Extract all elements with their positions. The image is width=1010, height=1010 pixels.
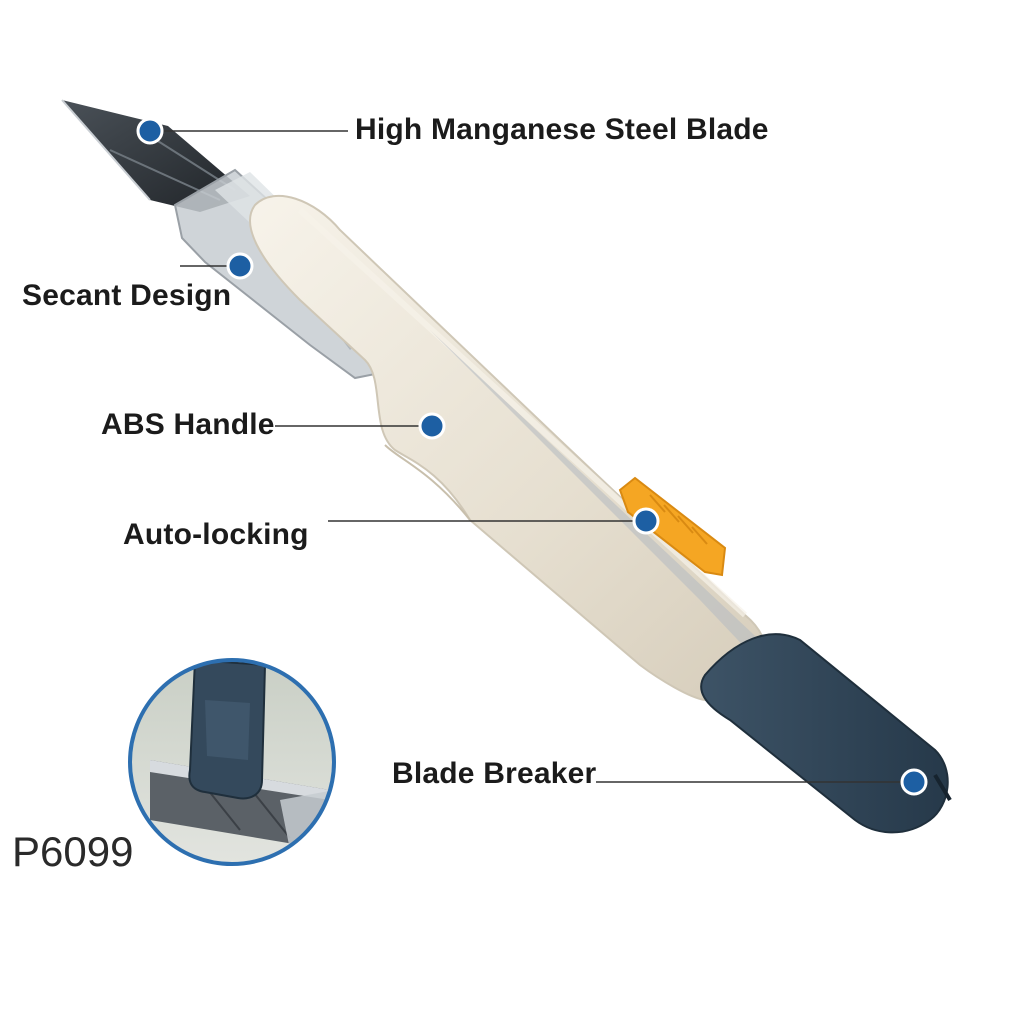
handle-shape xyxy=(249,195,830,702)
callout-label-lock: Auto-locking xyxy=(123,518,309,551)
callout-dot-icon xyxy=(418,412,446,440)
callout-dot-icon xyxy=(632,507,660,535)
callout-label-secant: Secant Design xyxy=(22,279,232,312)
end-cap-shape xyxy=(700,633,952,834)
model-code: P6099 xyxy=(12,828,134,875)
callout-label-handle: ABS Handle xyxy=(101,408,275,441)
callout-dot-icon xyxy=(136,117,164,145)
callout-label-blade: High Manganese Steel Blade xyxy=(355,113,769,146)
callout-dot-icon xyxy=(900,768,928,796)
leader-lines xyxy=(150,130,914,783)
callout-dot-icon xyxy=(226,252,254,280)
slider-shape xyxy=(618,476,727,577)
detail-inset xyxy=(128,658,336,866)
callout-label-breaker: Blade Breaker xyxy=(392,757,597,790)
